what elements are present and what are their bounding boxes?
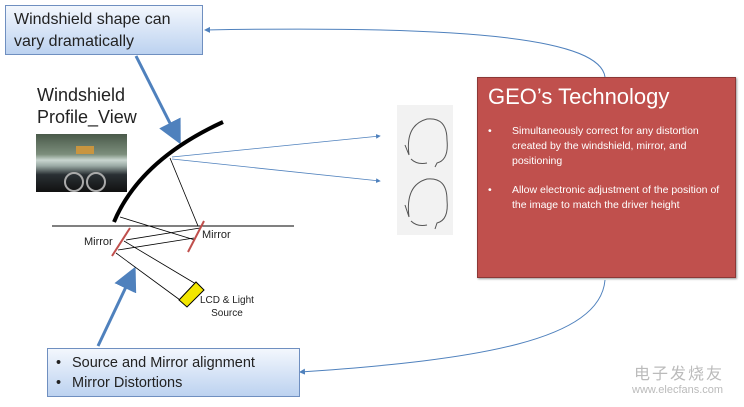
profile-title: Windshield Profile_View: [37, 84, 137, 128]
profile-title-line2: Profile_View: [37, 107, 137, 127]
alignment-callout: Source and Mirror alignment Mirror Disto…: [47, 348, 300, 397]
ray-upper: [171, 134, 381, 158]
callout-item: Source and Mirror alignment: [56, 353, 291, 373]
mirror-right: [187, 220, 205, 253]
geo-technology-box: GEO’s Technology •Simultaneously correct…: [477, 77, 736, 278]
windshield-curve: [112, 120, 224, 223]
windshield-shape-callout: Windshield shape can vary dramatically: [5, 5, 203, 55]
ray-lower: [171, 158, 381, 183]
watermark: 电子发烧友 www.elecfans.com: [632, 366, 725, 396]
callout-item: Mirror Distortions: [56, 373, 291, 393]
mirror-left: [111, 227, 131, 257]
callout-text: Windshield shape can vary dramatically: [14, 11, 171, 50]
hud-photo: [36, 134, 127, 192]
arrow-to-windshield: [134, 55, 181, 145]
feedback-curve-bottom: [299, 279, 606, 375]
feedback-curve-top: [204, 26, 606, 78]
geo-bullet: •Allow electronic adjustment of the posi…: [488, 184, 720, 211]
driver-heads-image: [397, 105, 453, 235]
mirror-left-label: Mirror: [84, 236, 113, 248]
lcd-light-source: [178, 281, 205, 308]
mirror-right-label: Mirror: [202, 229, 231, 241]
geo-title: GEO’s Technology: [488, 84, 670, 109]
geo-bullet: •Simultaneously correct for any distorti…: [488, 125, 699, 167]
profile-title-line1: Windshield: [37, 85, 126, 105]
arrow-to-mirror: [96, 266, 137, 347]
